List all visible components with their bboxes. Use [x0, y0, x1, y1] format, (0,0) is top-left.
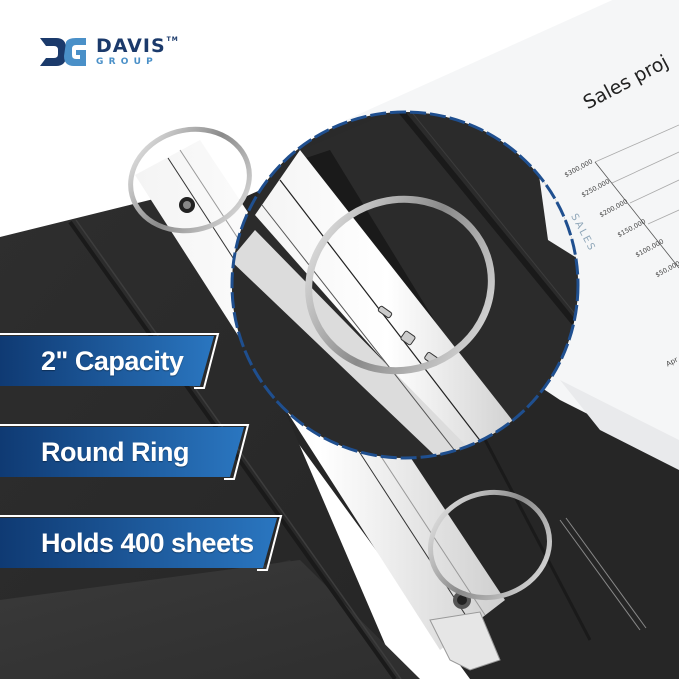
feature-badge-capacity: 2" Capacity	[0, 333, 222, 389]
feature-label: Holds 400 sheets	[41, 527, 254, 558]
magnified-ring-detail	[232, 112, 578, 458]
ring-middle-magnified	[305, 195, 495, 375]
badge-background	[0, 424, 250, 480]
trademark-symbol: TM	[166, 36, 179, 43]
feature-badge-sheet-capacity: Holds 400 sheets	[0, 515, 285, 571]
feature-badge-round-ring: Round Ring	[0, 424, 252, 480]
zoom-circle-border	[230, 110, 580, 460]
brand-subtitle: GROUP	[96, 57, 158, 67]
badge-background	[0, 515, 283, 571]
brand-name: DAVISTM	[96, 35, 179, 57]
badge-background	[0, 333, 220, 389]
feature-label: Round Ring	[41, 436, 189, 467]
feature-label: 2" Capacity	[41, 345, 184, 376]
ring-bottom	[428, 489, 552, 601]
davis-group-logo-icon	[40, 38, 86, 66]
brand-logo: DAVISTM GROUP	[38, 36, 179, 68]
ring-top	[128, 126, 252, 234]
